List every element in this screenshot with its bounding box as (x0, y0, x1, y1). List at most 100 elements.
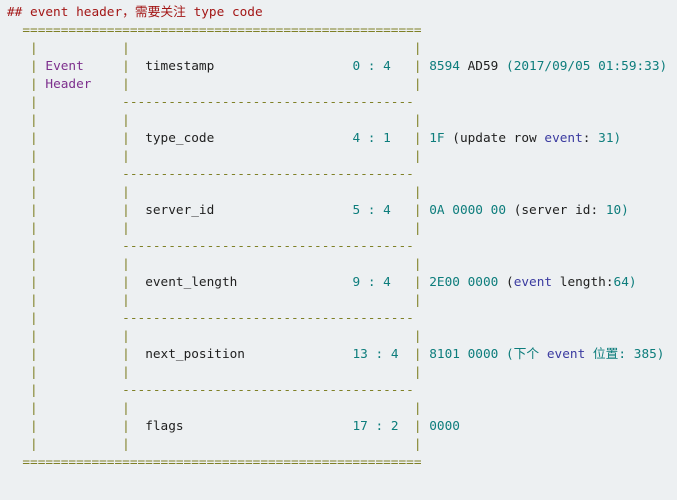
code-line: | -------------------------------------- (7, 238, 677, 256)
code-line: ========================================… (7, 454, 677, 472)
code-segment: 位置: 385) (585, 347, 665, 362)
code-segment: | (122, 131, 146, 146)
code-segment: | -------------------------------------- (7, 167, 414, 182)
code-segment: ( (506, 275, 514, 290)
code-segment: Header (45, 77, 123, 92)
code-segment: | (413, 419, 430, 434)
code-segment: | (122, 203, 146, 218)
code-line: | | | (7, 112, 677, 130)
code-segment: ========================================… (7, 23, 422, 38)
code-segment: 10) (605, 203, 629, 218)
code-segment: 2E00 0000 (429, 275, 507, 290)
code-line: | | | (7, 400, 677, 418)
code-line: | -------------------------------------- (7, 166, 677, 184)
code-segment: (server id: (513, 203, 606, 218)
code-segment: server_id (145, 203, 215, 218)
code-segment: 0A 0000 00 (429, 203, 514, 218)
code-segment: | (413, 131, 430, 146)
code-segment (391, 275, 414, 290)
code-segment: 0000 (429, 419, 460, 434)
code-segment: | (7, 419, 46, 434)
code-segment (391, 131, 414, 146)
code-segment (391, 203, 414, 218)
code-line: | | | (7, 256, 677, 274)
code-segment: | (122, 275, 146, 290)
code-line: | Event | timestamp 0 : 4 | 8594 AD59 (2… (7, 58, 677, 76)
code-segment: | | | (7, 293, 422, 308)
code-segment: 17 : 2 (352, 419, 399, 434)
code-segment: | (7, 203, 46, 218)
code-segment: | (7, 275, 46, 290)
code-line: | -------------------------------------- (7, 382, 677, 400)
code-line: | | | (7, 292, 677, 310)
code-line: | | | (7, 436, 677, 454)
code-segment: | (7, 347, 46, 362)
code-line: | Header | | (7, 76, 677, 94)
code-segment (399, 419, 414, 434)
code-segment (214, 131, 352, 146)
code-segment: ========================================… (7, 455, 422, 470)
code-segment (45, 203, 122, 218)
code-segment: timestamp (145, 59, 215, 74)
code-segment: event (513, 275, 553, 290)
code-segment: | (413, 77, 422, 92)
code-segment: next_position (145, 347, 245, 362)
code-segment: | (7, 59, 46, 74)
title-text: ## event header，需要关注 type code (7, 5, 263, 20)
code-segment: | -------------------------------------- (7, 383, 414, 398)
code-segment: | (413, 59, 430, 74)
code-segment (45, 419, 122, 434)
code-segment: | (413, 203, 430, 218)
code-segment: | -------------------------------------- (7, 239, 414, 254)
code-segment: (update row (452, 131, 545, 146)
code-segment: event_length (145, 275, 238, 290)
code-segment: 0 : 4 (352, 59, 391, 74)
code-line: | | | (7, 40, 677, 58)
code-segment (45, 347, 122, 362)
code-segment (214, 203, 352, 218)
code-line: | | event_length 9 : 4 | 2E00 0000 (even… (7, 274, 677, 292)
code-line: | | | (7, 364, 677, 382)
code-segment: | (122, 77, 130, 92)
code-segment: 8101 0000 (下个 (429, 347, 547, 362)
code-segment: 8594 (429, 59, 468, 74)
code-line: | | | (7, 148, 677, 166)
code-segment: | | | (7, 401, 422, 416)
code-segment: | | | (7, 437, 422, 452)
code-segment: 4 : 1 (352, 131, 391, 146)
code-line: | | flags 17 : 2 | 0000 (7, 418, 677, 436)
code-segment (399, 347, 414, 362)
code-segment: flags (145, 419, 184, 434)
code-line: | | type_code 4 : 1 | 1F (update row eve… (7, 130, 677, 148)
code-segment: 13 : 4 (352, 347, 399, 362)
code-line: | -------------------------------------- (7, 310, 677, 328)
code-block: ## event header，需要关注 type code =========… (7, 4, 677, 472)
code-segment: length: (552, 275, 614, 290)
code-segment: | | | (7, 41, 422, 56)
code-line: | | | (7, 220, 677, 238)
code-segment: event (544, 131, 583, 146)
code-line: | | server_id 5 : 4 | 0A 0000 00 (server… (7, 202, 677, 220)
code-segment: | (413, 275, 430, 290)
code-line-title: ## event header，需要关注 type code (7, 4, 677, 22)
code-segment: | | | (7, 221, 422, 236)
code-segment: 1F (429, 131, 453, 146)
code-segment: | | | (7, 149, 422, 164)
code-line: | | next_position 13 : 4 | 8101 0000 (下个… (7, 346, 677, 364)
code-segment (45, 275, 122, 290)
code-segment: 9 : 4 (352, 275, 391, 290)
code-line: | | | (7, 184, 677, 202)
code-segment (130, 77, 414, 92)
code-segment: | (413, 347, 430, 362)
code-segment (214, 59, 352, 74)
code-segment: 64) (613, 275, 637, 290)
code-segment: | | | (7, 257, 422, 272)
code-segment: type_code (145, 131, 215, 146)
code-segment: | (7, 77, 46, 92)
code-segment: | | | (7, 365, 422, 380)
code-segment (184, 419, 353, 434)
code-segment (45, 131, 122, 146)
code-segment: AD59 (467, 59, 507, 74)
code-segment: | | | (7, 329, 422, 344)
code-segment: (2017/09/05 01:59:33) (506, 59, 668, 74)
